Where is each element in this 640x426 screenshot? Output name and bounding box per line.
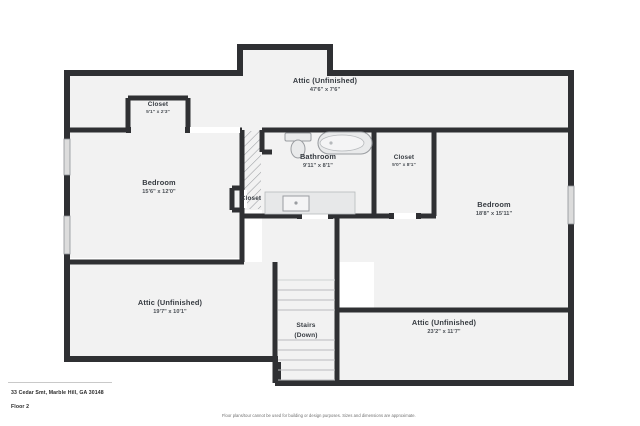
doorways xyxy=(190,127,416,219)
stair-treads xyxy=(278,279,335,381)
bathroom-fixtures xyxy=(264,131,373,215)
bathtub-drain-icon xyxy=(329,141,333,145)
room-fill-attic-right xyxy=(337,310,574,386)
room-fill-attic-top xyxy=(64,44,574,130)
room-fill-hall xyxy=(262,216,374,262)
toilet-bowl-icon xyxy=(290,139,306,159)
doorway-closet-right xyxy=(394,213,416,219)
doorway-closet-mid xyxy=(244,190,247,208)
chase-hatch xyxy=(240,131,261,209)
room-fill-closet-top-left xyxy=(128,98,188,130)
exterior-walls xyxy=(64,44,574,386)
doorway-bedroom-left xyxy=(190,127,240,133)
room-fill-stairs xyxy=(275,262,337,386)
vanity-counter-icon xyxy=(264,191,356,215)
window-right xyxy=(567,185,575,225)
footer-divider xyxy=(8,382,112,383)
doorway-bathroom xyxy=(302,213,328,219)
window-left-lower xyxy=(63,215,71,255)
property-address: 33 Cedar Smt, Marble Hill, GA 30148 xyxy=(11,390,104,396)
windows xyxy=(63,138,575,255)
floor-label: Floor 2 xyxy=(11,404,30,410)
vanity-faucet-icon xyxy=(294,201,298,205)
footer: 33 Cedar Smt, Marble Hill, GA 30148 Floo… xyxy=(0,382,640,426)
room-fill-bedroom-right xyxy=(374,130,574,310)
door-jambs xyxy=(126,127,421,219)
room-fill-attic-left xyxy=(64,262,275,362)
disclaimer-text: Floor plans/tour cannot be used for buil… xyxy=(222,413,416,418)
window-left-upper xyxy=(63,138,71,176)
room-fill-bedroom-left xyxy=(64,130,240,258)
bathtub-basin-icon xyxy=(319,134,365,152)
